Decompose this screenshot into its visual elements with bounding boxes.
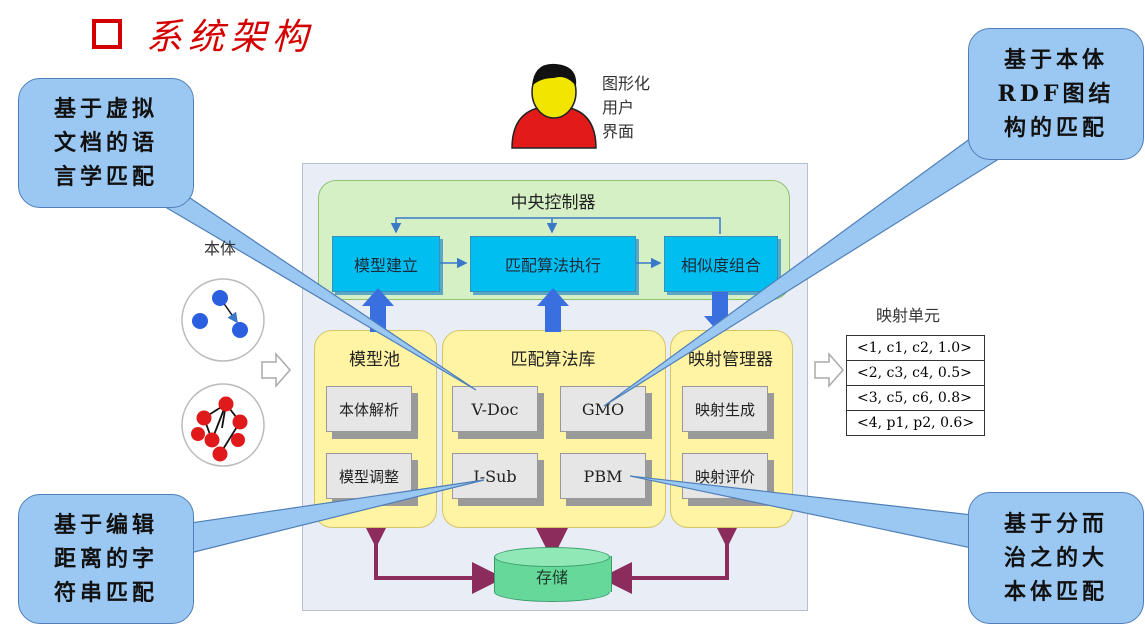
callout-isub: 基于编辑 距离的字 符串匹配 [18,494,194,624]
callout-gmo: 基于本体 RDF图结 构的匹配 [968,28,1144,160]
step-similarity-combination: 相似度组合 [664,236,778,292]
callout-line: 文档的语 [53,130,158,156]
model-pool-title: 模型池 [349,350,400,370]
storage-label: 存储 [535,568,568,587]
table-row: <2, c3, c4, 0.5> [845,360,986,386]
mapping-row: <1, c1, c2, 1.0> [845,335,986,361]
callout-line: RDF图结 [997,81,1115,107]
callout-pbm: 基于分而 治之的大 本体匹配 [968,492,1144,624]
gui-label: 图形化 用户 界面 [602,72,650,144]
mapping-row: <4, p1, p2, 0.6> [845,410,986,436]
title-square-icon [92,19,122,49]
ontology-graph-top [181,278,265,362]
block-pbm: PBM [560,453,646,499]
mapping-unit-table: <1, c1, c2, 1.0> <2, c3, c4, 0.5> <3, c5… [845,335,986,436]
callout-line: 符串匹配 [53,580,158,606]
ontology-label: 本体 [204,239,237,258]
block-vdoc: V-Doc [452,386,538,432]
arrow-library-up [537,288,569,332]
mapping-manager-title: 映射管理器 [688,350,773,370]
block-model-adjust: 模型调整 [326,453,412,499]
storage-cylinder-top [494,547,610,567]
callout-pbm-pointer [629,475,1017,555]
callout-line: 基于本体 [1003,47,1108,73]
gui-label-line: 界面 [602,122,635,141]
output-hollow-arrow [814,352,844,388]
ontology-graph-bottom [181,383,265,467]
callout-line: 基于虚拟 [53,96,158,122]
input-hollow-arrow [261,352,291,388]
step-model-build: 模型建立 [332,236,440,292]
callout-line: 治之的大 [1003,545,1108,571]
callout-line: 基于编辑 [53,512,158,538]
gui-label-line: 图形化 [602,74,651,93]
table-row: <1, c1, c2, 1.0> [845,335,986,361]
slide-title: 系统架构 [92,8,314,60]
mapping-row: <3, c5, c6, 0.8> [845,385,986,411]
table-row: <4, p1, p2, 0.6> [845,410,986,436]
block-mapping-generate: 映射生成 [682,386,768,432]
step-algorithm-execution: 匹配算法执行 [470,236,636,292]
user-icon [511,63,597,149]
layer-arrows [362,288,736,334]
central-controller-title: 中央控制器 [510,193,596,213]
algorithm-library-title: 匹配算法库 [510,350,596,370]
mapping-unit-title: 映射单元 [876,306,941,325]
block-ontology-parse: 本体解析 [326,386,412,432]
title-text: 系统架构 [146,17,315,58]
callout-line: 基于分而 [1003,511,1108,537]
mapping-row: <2, c3, c4, 0.5> [845,360,986,386]
callout-line: 距离的字 [53,546,158,572]
gui-label-line: 用户 [602,98,635,117]
callout-vdoc: 基于虚拟 文档的语 言学匹配 [18,78,194,208]
callout-line: 构的匹配 [1003,115,1108,141]
callout-isub-pointer [169,479,485,559]
block-isub: I-Sub [452,453,538,499]
table-row: <3, c5, c6, 0.8> [845,385,986,411]
block-gmo: GMO [560,386,646,432]
callout-line: 言学匹配 [53,164,158,190]
callout-line: 本体匹配 [1003,579,1108,605]
controller-flow-arrows [390,217,721,269]
